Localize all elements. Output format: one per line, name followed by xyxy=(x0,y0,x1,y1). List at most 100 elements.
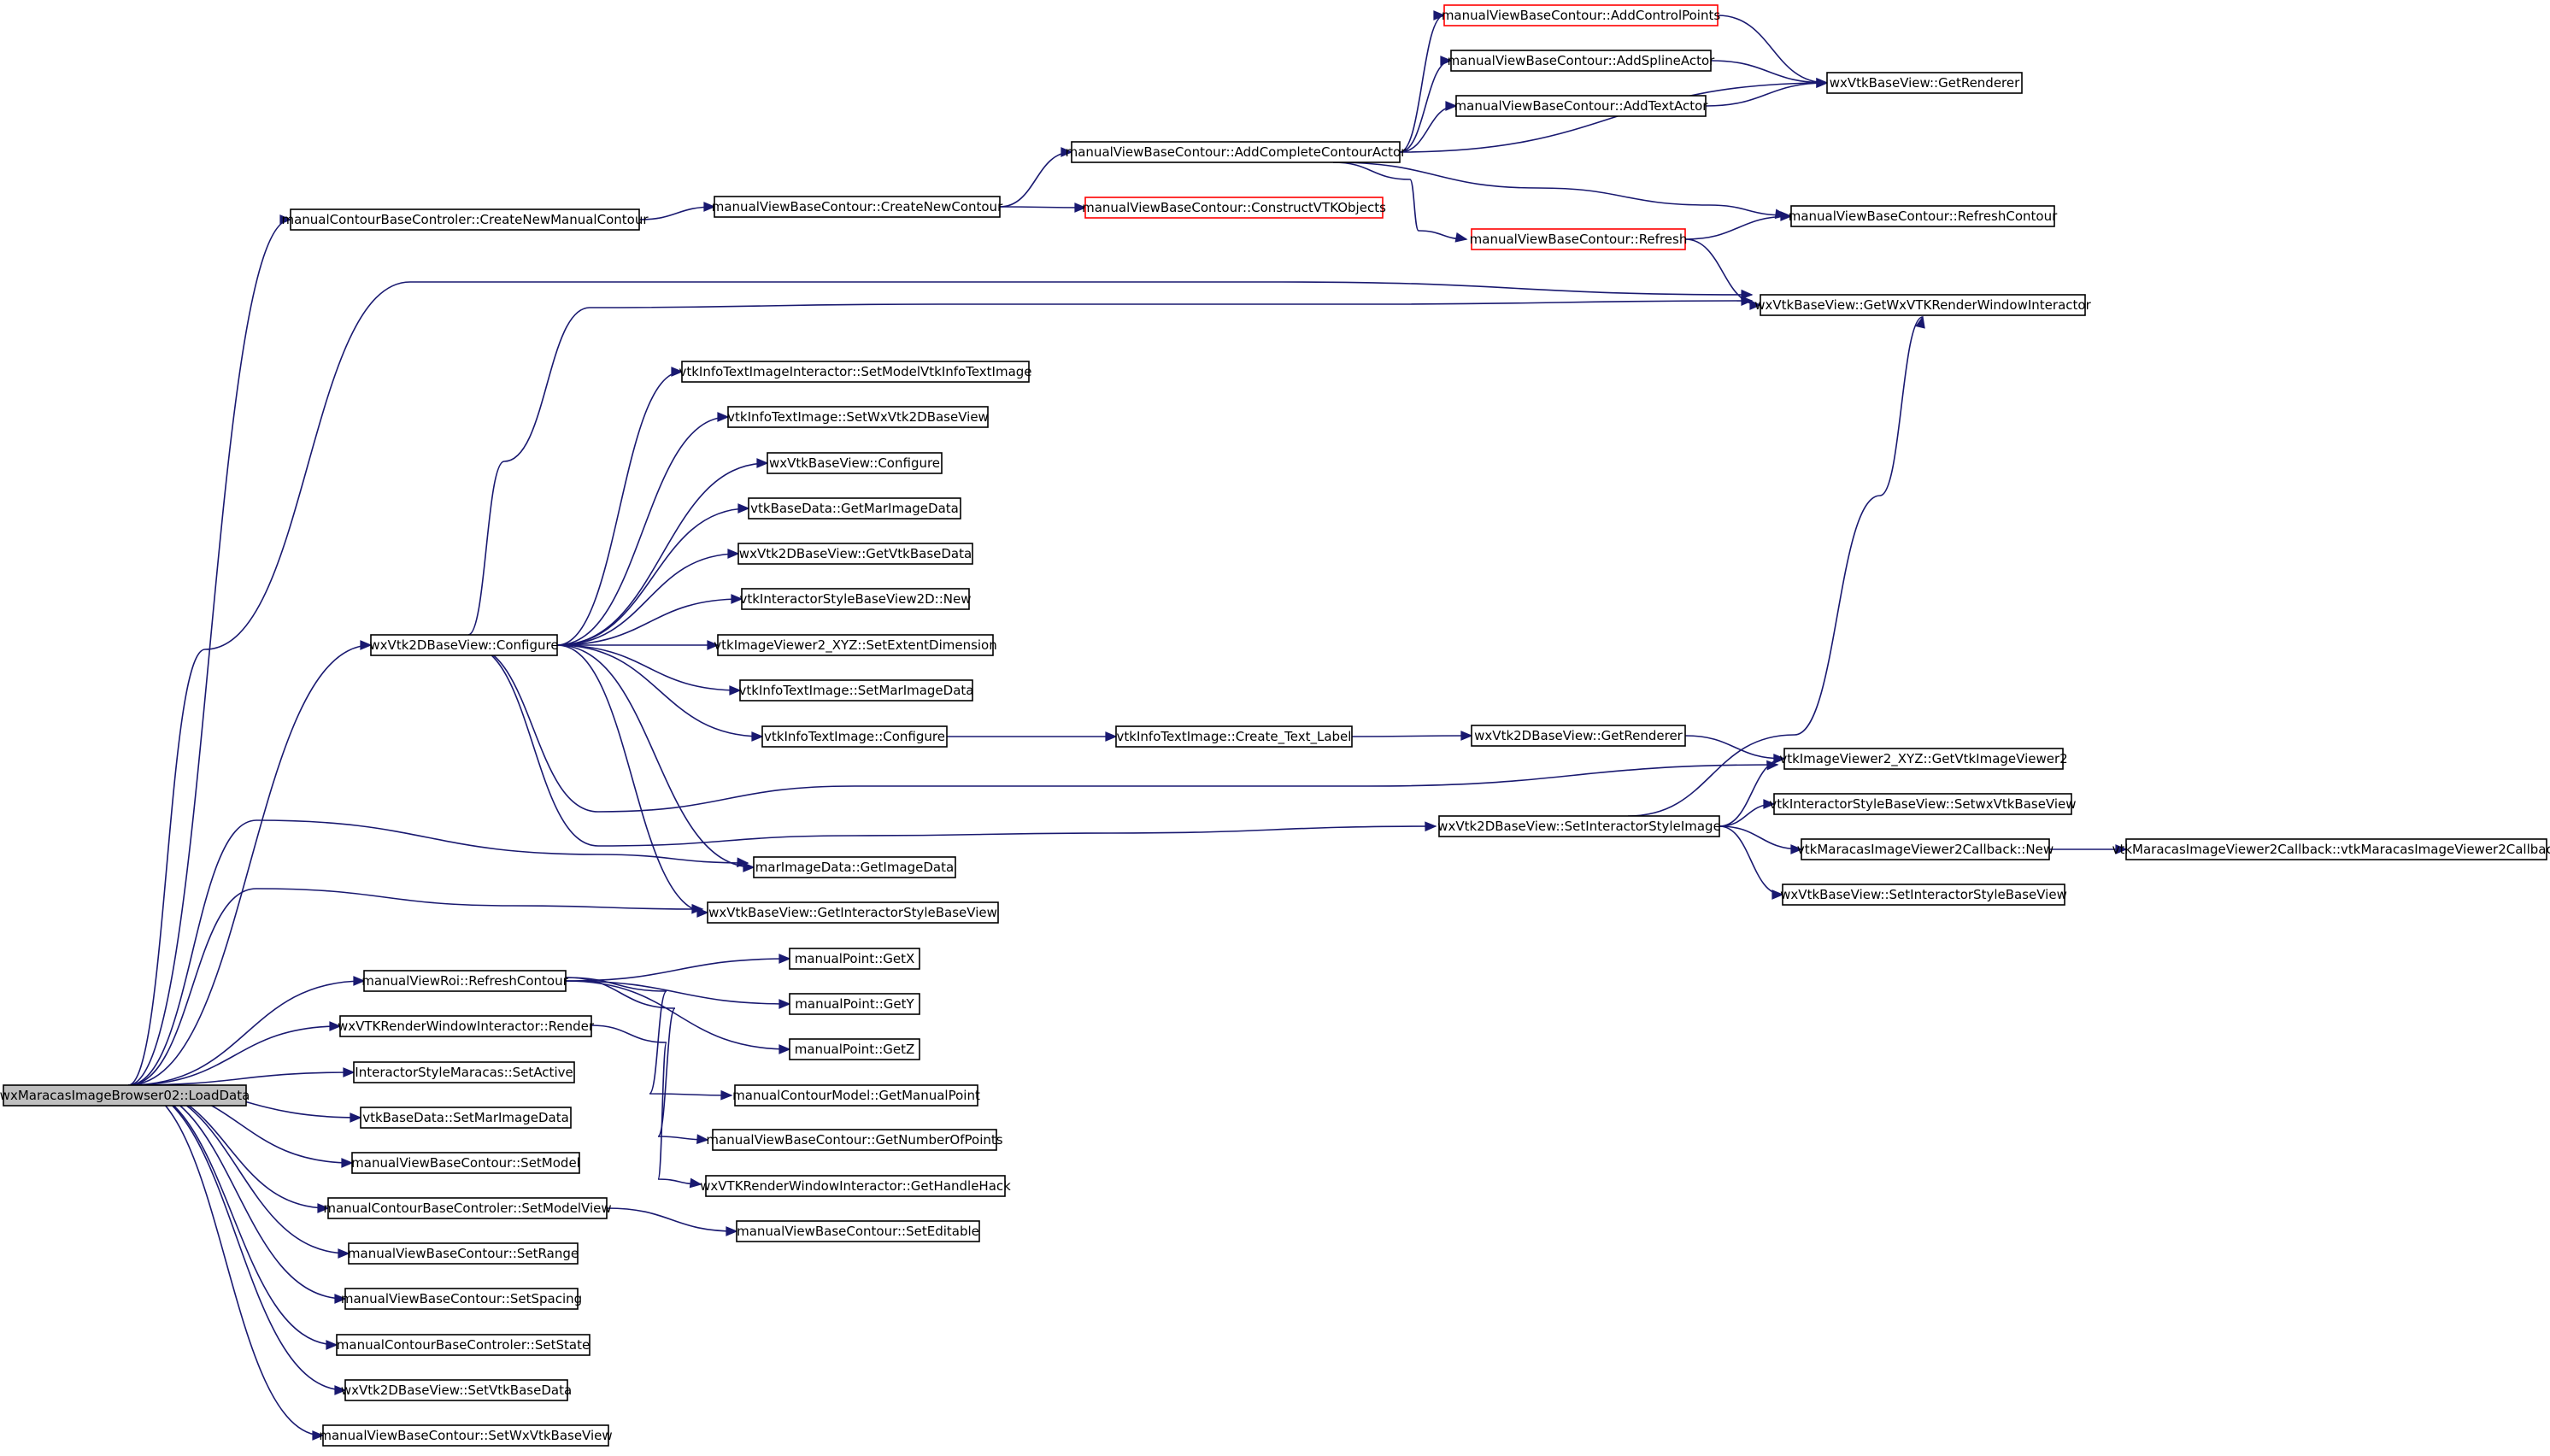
graph-node[interactable]: manualViewBaseContour::GetNumberOfPoints xyxy=(706,1129,1003,1151)
edge-line xyxy=(1684,735,1785,760)
arrowhead-icon xyxy=(2115,844,2128,854)
graph-node[interactable]: wxVTKRenderWindowInteractor::GetHandleHa… xyxy=(700,1175,1011,1197)
node-box xyxy=(1071,141,1401,163)
edge-line xyxy=(556,644,741,691)
node-box xyxy=(736,1220,980,1242)
edge-line xyxy=(127,644,372,1086)
graph-node[interactable]: wxVtk2DBaseView::GetRenderer xyxy=(1471,725,1686,747)
edge-line xyxy=(1705,82,1828,107)
node-label: manualContourBaseControler::SetModelView xyxy=(323,1201,611,1216)
graph-node[interactable]: vtkInfoTextImage::SetMarImageData xyxy=(739,679,974,702)
graph-node[interactable]: manualPoint::GetZ xyxy=(789,1038,920,1060)
graph-node[interactable]: manualPoint::GetY xyxy=(789,993,920,1015)
node-box xyxy=(1783,748,2064,770)
arrowhead-icon xyxy=(1741,289,1754,300)
graph-edge xyxy=(1627,315,1925,817)
graph-node[interactable]: wxVtk2DBaseView::Configure xyxy=(369,634,559,656)
graph-node[interactable]: manualViewBaseContour::SetSpacing xyxy=(341,1288,582,1310)
edge-line xyxy=(556,644,763,737)
edge-line xyxy=(565,958,790,982)
graph-edge xyxy=(556,412,730,646)
edge-line xyxy=(606,1207,737,1232)
graph-node[interactable]: manualViewBaseContour::CreateNewContour xyxy=(712,196,1003,218)
graph-node[interactable]: manualPoint::GetX xyxy=(789,948,920,970)
edge-line xyxy=(467,644,1778,813)
arrowhead-icon xyxy=(1773,754,1786,764)
arrowhead-icon xyxy=(703,202,716,212)
arrowhead-icon xyxy=(691,903,704,914)
graph-node[interactable]: vtkInfoTextImageInteractor::SetModelVtkI… xyxy=(679,361,1032,383)
graph-edge xyxy=(565,980,791,1009)
graph-edge xyxy=(127,819,749,1086)
graph-node[interactable]: wxVtkBaseView::GetWxVTKRenderWindowInter… xyxy=(1754,294,2092,316)
node-label: wxVtkBaseView::SetInteractorStyleBaseVie… xyxy=(1780,887,2067,902)
graph-node[interactable]: manualViewBaseContour::AddCompleteContou… xyxy=(1066,141,1407,163)
graph-node[interactable]: manualViewBaseContour::AddSplineActor xyxy=(1448,50,1715,72)
node-box xyxy=(339,1015,592,1037)
node-label: wxVTKRenderWindowInteractor::GetHandleHa… xyxy=(700,1178,1011,1194)
graph-node[interactable]: manualViewBaseContour::SetModel xyxy=(351,1152,580,1174)
edge-line xyxy=(1399,15,1445,153)
node-box xyxy=(1455,95,1707,117)
graph-node[interactable]: vtkInfoTextImage::SetWxVtk2DBaseView xyxy=(727,406,989,428)
graph-node[interactable]: wxVTKRenderWindowInteractor::Render xyxy=(338,1015,595,1037)
edge-line xyxy=(127,980,365,1086)
graph-node[interactable]: manualContourBaseControler::SetState xyxy=(336,1334,590,1356)
graph-node[interactable]: vtkImageViewer2_XYZ::SetExtentDimension xyxy=(714,634,997,656)
graph-node[interactable]: vtkInteractorStyleBaseView::SetwxVtkBase… xyxy=(1769,793,2077,815)
graph-node[interactable]: vtkInfoTextImage::Create_Text_Label xyxy=(1115,725,1353,748)
graph-node[interactable]: manualViewBaseContour::SetEditable xyxy=(736,1220,980,1242)
graph-node[interactable]: manualViewRoi::RefreshContour xyxy=(361,970,569,992)
graph-node[interactable]: manualViewBaseContour::AddControlPoints xyxy=(1442,4,1721,26)
arrowhead-icon xyxy=(707,640,720,650)
graph-node[interactable]: manualViewBaseContour::SetRange xyxy=(348,1242,579,1265)
edge-line xyxy=(556,644,755,868)
graph-node[interactable]: vtkBaseData::GetMarImageData xyxy=(748,497,961,520)
edge-line xyxy=(127,1084,346,1391)
graph-node[interactable]: manualContourModel::GetManualPoint xyxy=(732,1084,980,1107)
node-label: vtkMaracasImageViewer2Callback::vtkMarac… xyxy=(2112,842,2550,857)
graph-node[interactable]: vtkMaracasImageViewer2Callback::vtkMarac… xyxy=(2112,838,2550,860)
node-box xyxy=(739,679,973,702)
node-label: manualContourBaseControler::SetState xyxy=(337,1337,590,1353)
graph-node[interactable]: InteractorStyleMaracas::SetActive xyxy=(353,1061,575,1083)
graph-node[interactable]: wxVtk2DBaseView::GetVtkBaseData xyxy=(737,543,973,565)
graph-node[interactable]: manualViewBaseContour::ConstructVTKObjec… xyxy=(1082,197,1386,219)
arrowhead-icon xyxy=(329,1021,342,1031)
graph-node[interactable]: vtkInfoTextImage::Configure xyxy=(761,725,948,748)
graph-node[interactable]: vtkImageViewer2_XYZ::GetVtkImageViewer2 xyxy=(1779,748,2068,770)
arrowhead-icon xyxy=(317,1203,330,1213)
graph-node[interactable]: vtkMaracasImageViewer2Callback::New xyxy=(1797,838,2054,860)
edge-line xyxy=(565,977,732,1096)
node-label: manualViewBaseContour::SetSpacing xyxy=(341,1291,582,1306)
graph-node[interactable]: manualViewBaseContour::Refresh xyxy=(1470,228,1688,250)
graph-node[interactable]: wxVtkBaseView::SetInteractorStyleBaseVie… xyxy=(1780,884,2067,906)
edge-line xyxy=(999,151,1072,208)
node-label: wxVtk2DBaseView::SetVtkBaseData xyxy=(341,1383,572,1398)
graph-node[interactable]: wxVtkBaseView::GetInteractorStyleBaseVie… xyxy=(707,901,999,924)
graph-node[interactable]: marImageData::GetImageData xyxy=(753,856,956,878)
arrowhead-icon xyxy=(279,214,292,225)
graph-node[interactable]: wxVtk2DBaseView::SetInteractorStyleImage xyxy=(1437,815,1721,837)
graph-node[interactable]: manualContourBaseControler::SetModelView xyxy=(323,1197,612,1219)
edge-line xyxy=(1627,316,1924,817)
node-box xyxy=(712,1129,997,1151)
graph-node[interactable]: wxMaracasImageBrowser02::LoadData xyxy=(0,1084,250,1107)
graph-node[interactable]: wxVtk2DBaseView::SetVtkBaseData xyxy=(341,1379,572,1401)
graph-node[interactable]: wxVtkBaseView::Configure xyxy=(767,452,943,474)
graph-node[interactable]: manualViewBaseContour::AddTextActor xyxy=(1454,95,1709,117)
arrowhead-icon xyxy=(737,857,749,868)
graph-node[interactable]: manualViewBaseContour::RefreshContour xyxy=(1789,205,2058,227)
graph-node[interactable]: vtkInteractorStyleBaseView2D::New xyxy=(739,588,972,610)
edge-line xyxy=(127,219,291,1086)
graph-node[interactable]: manualViewBaseContour::SetWxVtkBaseView xyxy=(319,1424,613,1447)
graph-edge xyxy=(1719,754,1786,827)
graph-edge xyxy=(999,147,1073,208)
graph-node[interactable]: vtkBaseData::SetMarImageData xyxy=(360,1107,572,1129)
node-label: wxMaracasImageBrowser02::LoadData xyxy=(0,1088,250,1103)
graph-edge xyxy=(565,977,709,1145)
arrowhead-icon xyxy=(350,1113,362,1123)
graph-edge xyxy=(556,549,740,646)
graph-node[interactable]: wxVtkBaseView::GetRenderer xyxy=(1826,72,2023,94)
graph-node[interactable]: manualContourBaseControler::CreateNewMan… xyxy=(281,208,649,231)
